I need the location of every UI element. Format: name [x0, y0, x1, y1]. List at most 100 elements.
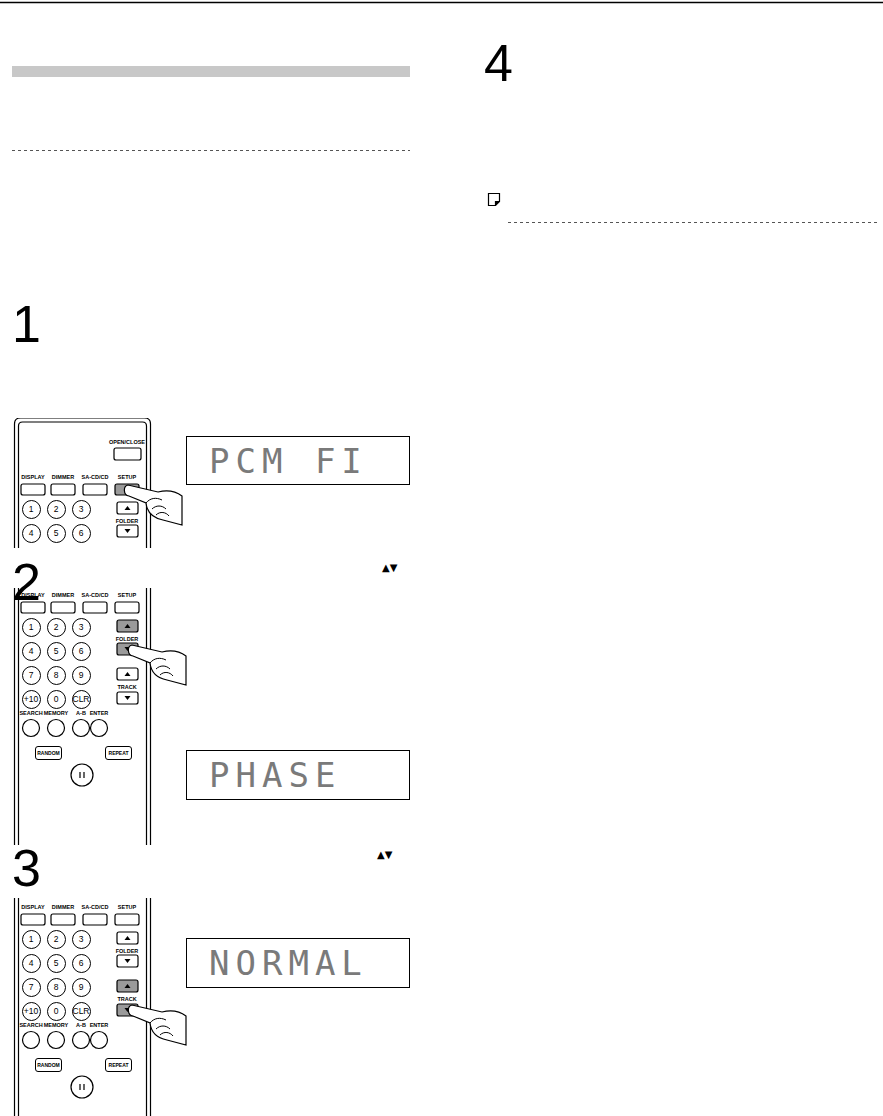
button-text: 4 — [29, 959, 34, 968]
remote-button — [23, 720, 40, 737]
button-text: 4 — [29, 529, 34, 538]
remote-button — [73, 1032, 90, 1049]
remote-button: RANDOM — [35, 746, 62, 760]
remote-button — [83, 602, 107, 613]
remote-button: +10 — [22, 1002, 41, 1021]
remote-button — [51, 484, 75, 495]
remote-button — [73, 720, 90, 737]
display-panel: NORMAL — [186, 938, 410, 988]
display-text: NORMAL — [209, 946, 368, 980]
display-panel: PHASE — [186, 750, 410, 800]
remote-button: CLR — [72, 690, 91, 709]
remote-button: 6 — [72, 642, 91, 661]
header-rule — [0, 2, 883, 4]
play-pause-symbol — [80, 772, 84, 778]
arrow-symbol — [125, 529, 131, 533]
remote-button — [117, 955, 138, 967]
button-text: RANDOM — [37, 751, 60, 756]
remote-outline — [15, 588, 151, 845]
remote-button: 1 — [22, 930, 41, 949]
remote-button — [48, 720, 65, 737]
button-label: SEARCH — [19, 711, 42, 717]
dashed-rule — [12, 150, 410, 151]
remote-button — [51, 914, 75, 925]
button-label: OPEN/CLOSE — [109, 440, 145, 446]
remote-button: 6 — [72, 954, 91, 973]
button-text: CLR — [73, 695, 90, 704]
button-label: SETUP — [118, 475, 136, 481]
play-pause-symbol — [80, 1084, 84, 1090]
remote-button: 2 — [47, 500, 66, 519]
remote-button: 9 — [72, 666, 91, 685]
button-text: 1 — [29, 623, 34, 632]
remote-button — [91, 720, 108, 737]
button-label: ENTER — [90, 1023, 109, 1029]
remote-button — [117, 502, 138, 514]
remote-button — [51, 602, 75, 613]
remote-button: 2 — [47, 930, 66, 949]
arrow-symbol — [125, 624, 131, 628]
remote-button: 2 — [47, 618, 66, 637]
remote-button: 1 — [22, 500, 41, 519]
button-text: 1 — [29, 505, 34, 514]
button-label: SA-CD/CD — [82, 475, 109, 481]
button-label: DIMMER — [52, 593, 74, 599]
button-label: SA-CD/CD — [82, 593, 109, 599]
note-icon — [489, 194, 500, 206]
button-label: DISPLAY — [21, 905, 44, 911]
pressing-hand — [128, 645, 186, 685]
remote-illustrations — [15, 418, 187, 1116]
button-text: RANDOM — [37, 1063, 60, 1068]
remote-button — [83, 914, 107, 925]
button-label: DIMMER — [52, 475, 74, 481]
remote-control: 123456789+100CLRRANDOMREPEATDISPLAYDIMME… — [14, 898, 151, 1116]
remote-outline — [15, 418, 151, 548]
remote-button: 5 — [47, 642, 66, 661]
button-text: 6 — [79, 959, 84, 968]
remote-button: CLR — [72, 1002, 91, 1021]
arrow-symbol — [125, 696, 131, 700]
remote-button — [115, 602, 139, 613]
remote-button: 9 — [72, 978, 91, 997]
button-label: SETUP — [118, 593, 136, 599]
button-text: 9 — [79, 671, 84, 680]
remote-control: 123456OPEN/CLOSEDISPLAYDIMMERSA-CD/CDSET… — [14, 418, 151, 548]
button-text: 0 — [54, 1007, 59, 1016]
display-panel: PCM FI — [186, 436, 410, 485]
button-text: 7 — [29, 671, 34, 680]
button-text: 5 — [54, 959, 59, 968]
remote-button — [115, 914, 139, 925]
remote-button: 0 — [47, 690, 66, 709]
remote-button: 1 — [22, 618, 41, 637]
button-text: 7 — [29, 983, 34, 992]
button-label: FOLDER — [116, 949, 139, 955]
button-text: 3 — [79, 935, 84, 944]
button-label: TRACK — [117, 997, 136, 1003]
button-text: 5 — [54, 647, 59, 656]
arrow-symbol — [125, 936, 131, 940]
button-text: 6 — [79, 529, 84, 538]
remote-button: 3 — [72, 500, 91, 519]
remote-button: REPEAT — [105, 1058, 132, 1072]
button-text: 2 — [54, 505, 59, 514]
remote-button: 8 — [47, 978, 66, 997]
remote-button: 3 — [72, 930, 91, 949]
button-label: SA-CD/CD — [82, 905, 109, 911]
display-text: PCM FI — [209, 444, 368, 478]
remote-button: +10 — [22, 690, 41, 709]
remote-button — [48, 1032, 65, 1049]
button-text: 3 — [79, 623, 84, 632]
remote-button — [117, 932, 138, 944]
button-label: TRACK — [117, 685, 136, 691]
remote-button — [117, 980, 138, 992]
remote-button — [117, 525, 138, 537]
remote-button: 7 — [22, 666, 41, 685]
button-text: 6 — [79, 647, 84, 656]
button-text: 1 — [29, 935, 34, 944]
button-label: FOLDER — [116, 637, 139, 643]
button-text: REPEAT — [109, 1063, 129, 1068]
remote-button: 4 — [22, 524, 41, 543]
button-text: 9 — [79, 983, 84, 992]
arrow-key-symbol: ▲▼ — [382, 563, 397, 573]
button-label: ENTER — [90, 711, 109, 717]
